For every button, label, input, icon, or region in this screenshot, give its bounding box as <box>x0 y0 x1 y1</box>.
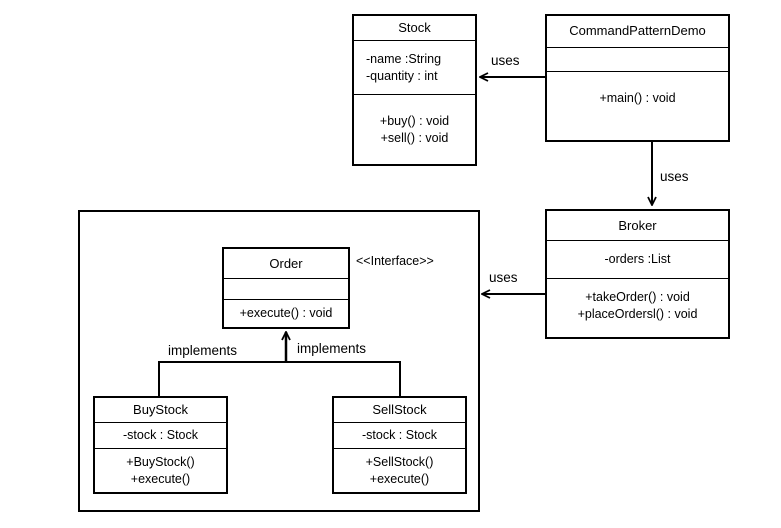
broker-attribute: -orders :List <box>604 252 671 266</box>
commandpatterndemo-class-name: CommandPatternDemo <box>547 16 728 48</box>
broker-methods: +takeOrder() : void +placeOrdersl() : vo… <box>547 279 728 323</box>
broker-method: +takeOrder() : void <box>585 290 690 304</box>
order-interface-name: Order <box>224 249 348 279</box>
stock-method: +buy() : void <box>379 114 450 128</box>
buystock-class-name: BuyStock <box>95 398 226 423</box>
buystock-method: +execute() <box>130 472 191 486</box>
broker-class: Broker -orders :List +takeOrder() : void… <box>545 209 730 339</box>
buystock-attribute: -stock : Stock <box>122 428 199 442</box>
sellstock-methods: +SellStock() +execute() <box>334 449 465 488</box>
implements-label-sellstock: implements <box>297 341 367 356</box>
sellstock-class: SellStock -stock : Stock +SellStock() +e… <box>332 396 467 494</box>
order-method: +execute() : void <box>239 306 333 320</box>
buystock-methods: +BuyStock() +execute() <box>95 449 226 488</box>
buystock-class: BuyStock -stock : Stock +BuyStock() +exe… <box>93 396 228 494</box>
sellstock-attributes: -stock : Stock <box>334 423 465 449</box>
sellstock-method: +execute() <box>369 472 430 486</box>
commandpatterndemo-class: CommandPatternDemo +main() : void <box>545 14 730 142</box>
stock-methods: +buy() : void +sell() : void <box>354 95 475 147</box>
stock-attribute: -name :String <box>366 52 442 66</box>
uses-label-stock: uses <box>491 53 520 68</box>
stock-method: +sell() : void <box>380 131 449 145</box>
broker-attributes: -orders :List <box>547 241 728 279</box>
commandpatterndemo-attributes <box>547 48 728 72</box>
stock-attribute: -quantity : int <box>366 69 438 83</box>
buystock-method: +BuyStock() <box>126 455 195 469</box>
broker-class-name: Broker <box>547 211 728 241</box>
order-interface: Order +execute() : void <box>222 247 350 329</box>
stock-class: Stock -name :String -quantity : int +buy… <box>352 14 477 166</box>
implements-label-buystock: implements <box>168 343 238 358</box>
broker-method: +placeOrdersl() : void <box>577 307 698 321</box>
stock-class-name: Stock <box>354 16 475 41</box>
sellstock-method: +SellStock() <box>365 455 434 469</box>
uses-label-broker: uses <box>660 169 689 184</box>
sellstock-attribute: -stock : Stock <box>361 428 438 442</box>
order-methods: +execute() : void <box>224 300 348 322</box>
uses-label-package: uses <box>489 270 518 285</box>
commandpatterndemo-method: +main() : void <box>599 91 676 105</box>
sellstock-class-name: SellStock <box>334 398 465 423</box>
commandpatterndemo-methods: +main() : void <box>547 72 728 107</box>
sellstock-implements-line <box>286 361 401 396</box>
buystock-attributes: -stock : Stock <box>95 423 226 449</box>
order-stereotype: <<Interface>> <box>356 254 434 268</box>
buystock-implements-line <box>158 361 286 396</box>
command-package-frame <box>78 210 480 512</box>
order-attributes <box>224 279 348 300</box>
stock-attributes: -name :String -quantity : int <box>354 41 475 95</box>
